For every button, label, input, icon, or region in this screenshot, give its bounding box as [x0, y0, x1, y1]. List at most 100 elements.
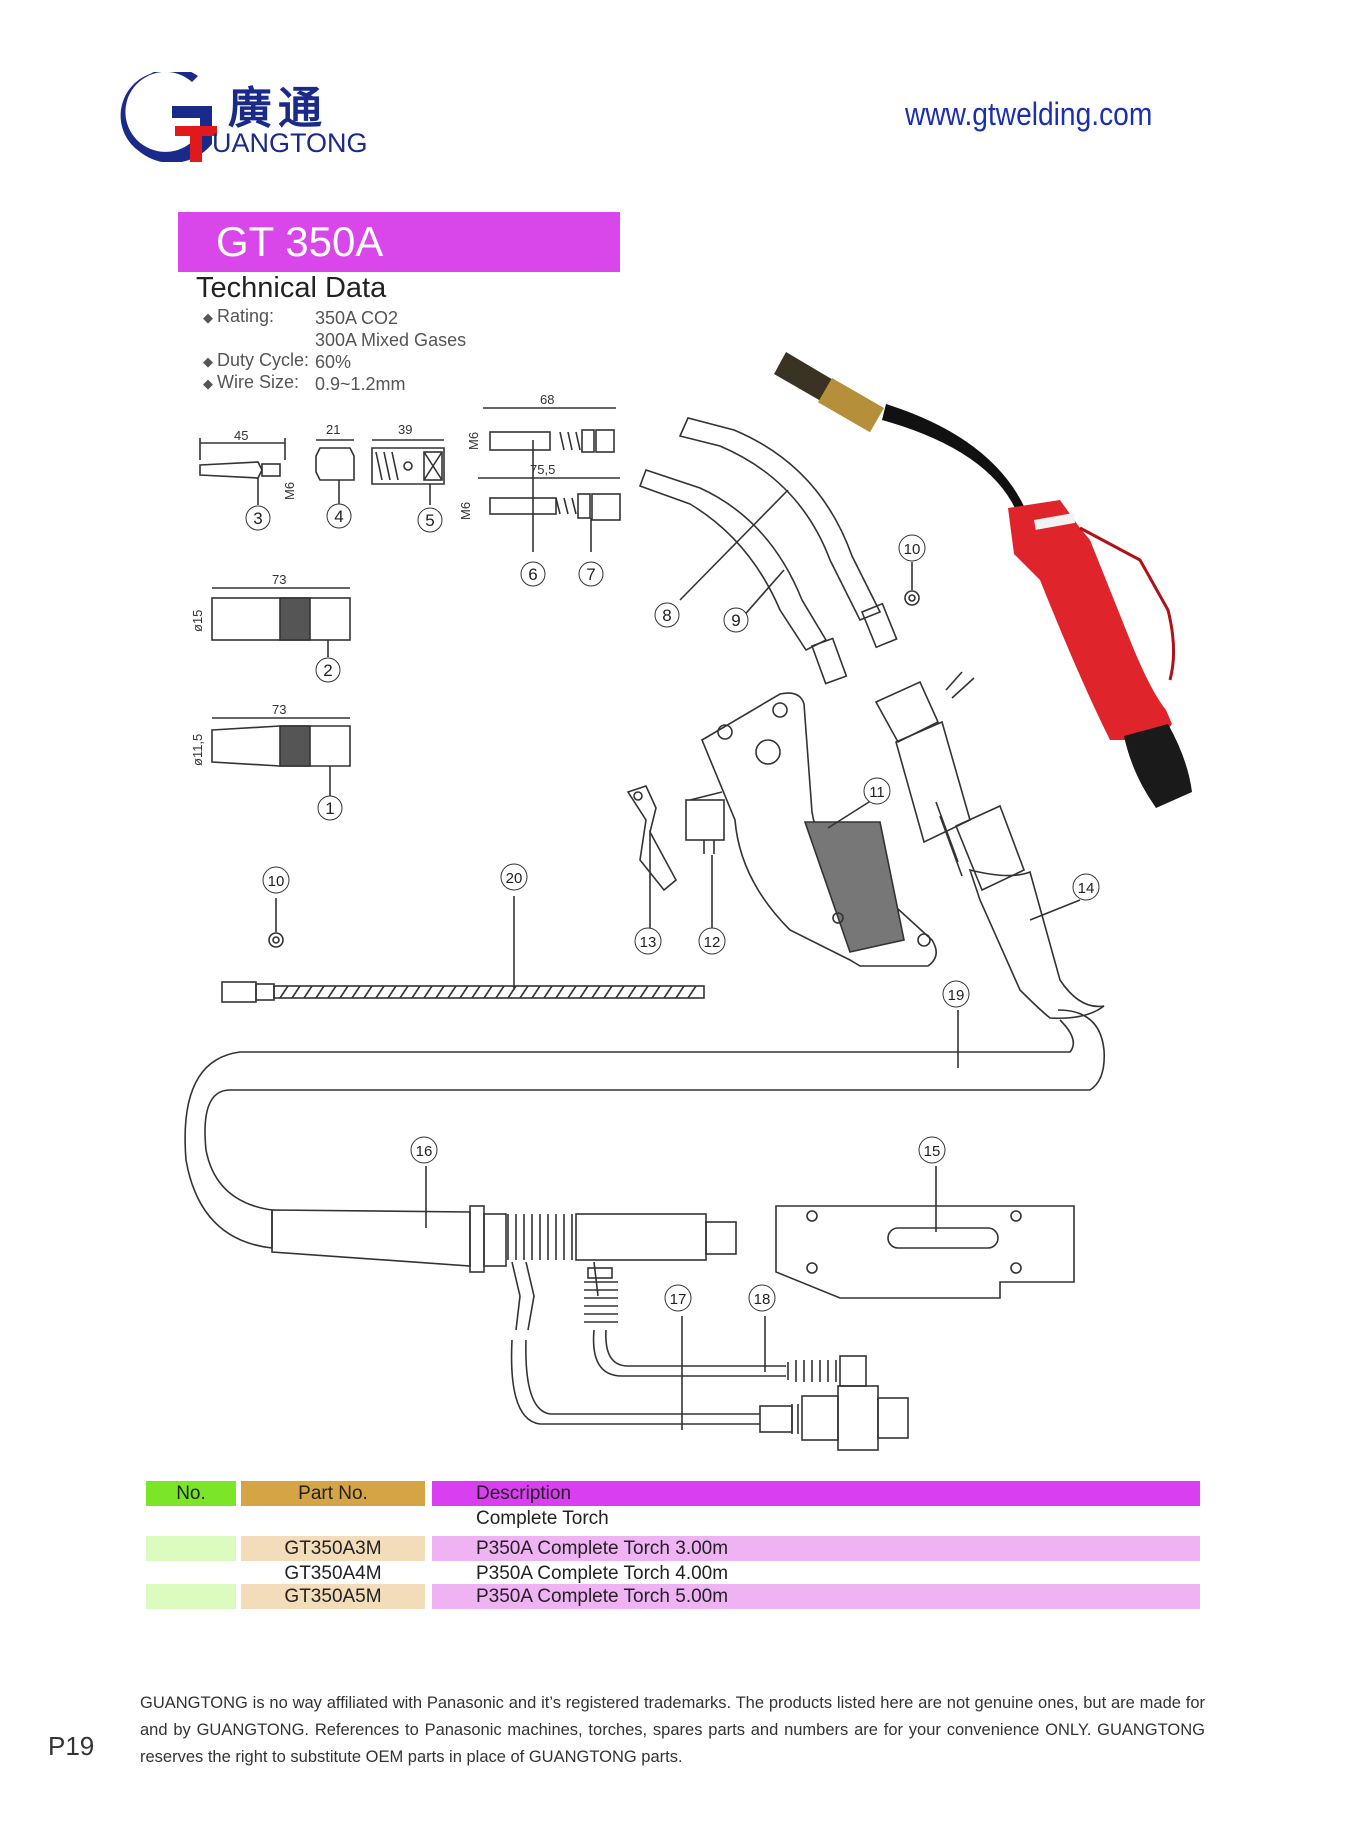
- svg-text:11: 11: [869, 784, 885, 801]
- table-row-2-part: GT350A4M: [284, 1563, 382, 1584]
- wire-size-label: ◆Wire Size:: [203, 372, 300, 392]
- callout-1: 1: [317, 795, 343, 821]
- callout-3: 3: [245, 505, 271, 531]
- table-row-1-no: [146, 1536, 236, 1561]
- part-18-gas-hose: [584, 1261, 867, 1387]
- svg-text:5: 5: [425, 511, 434, 530]
- callout-8: 8: [654, 602, 680, 628]
- logo-english-name: UANGTONG: [212, 128, 368, 158]
- callout-2: 2: [315, 657, 341, 683]
- table-row-0-part: [241, 1506, 425, 1531]
- callout-18: 18: [748, 1284, 776, 1312]
- callout-16: 16: [410, 1136, 438, 1164]
- svg-text:18: 18: [754, 1291, 771, 1308]
- torch-photo: [774, 352, 1192, 808]
- part-5-diffuser: [371, 439, 445, 505]
- dim-m6-c: M6: [458, 502, 473, 520]
- table-row-3-part: GT350A5M: [241, 1584, 425, 1609]
- callout-14: 14: [1072, 873, 1100, 901]
- callout-12: 12: [698, 927, 726, 955]
- svg-text:17: 17: [670, 1291, 687, 1308]
- part-16-rear-connector: [271, 1166, 737, 1273]
- svg-text:13: 13: [640, 934, 657, 951]
- dim-m6-a: M6: [282, 482, 297, 500]
- duty-cycle-label: ◆Duty Cycle:: [203, 350, 310, 370]
- svg-text:12: 12: [704, 934, 721, 951]
- part-11-handle-shell: [700, 692, 937, 967]
- table-row-2-desc: P350A Complete Torch 4.00m: [476, 1563, 729, 1584]
- svg-text:7: 7: [586, 565, 595, 584]
- svg-text:3: 3: [253, 509, 262, 528]
- part-9-neck: [638, 468, 848, 685]
- svg-text:9: 9: [731, 611, 740, 630]
- table-row-3-desc: P350A Complete Torch 5.00m: [432, 1584, 1200, 1609]
- product-title: GT 350A: [178, 212, 620, 272]
- table-row-0-desc: Complete Torch: [476, 1508, 609, 1529]
- part-4-tip-adapter: [315, 439, 355, 505]
- table-row-1-desc: P350A Complete Torch 3.00m: [432, 1536, 1200, 1561]
- rating-value-2: 300A Mixed Gases: [315, 330, 467, 350]
- diamond-bullet-icon: ◆: [203, 354, 213, 369]
- callout-6: 6: [520, 561, 546, 587]
- svg-text:14: 14: [1078, 880, 1095, 897]
- table-row-3-no: [146, 1584, 236, 1609]
- svg-text:19: 19: [948, 987, 965, 1004]
- callout-7: 7: [578, 561, 604, 587]
- callout-13: 13: [634, 927, 662, 955]
- callout-9: 9: [723, 607, 749, 633]
- diamond-bullet-icon: ◆: [203, 310, 213, 325]
- dim-m6-b: M6: [466, 432, 481, 450]
- svg-text:15: 15: [924, 1143, 941, 1160]
- dim-6: 68: [540, 392, 554, 407]
- wire-size-value: 0.9~1.2mm: [315, 374, 406, 394]
- dim-dia-15: ø15: [190, 610, 205, 632]
- callout-17: 17: [664, 1284, 692, 1312]
- svg-text:10: 10: [268, 873, 285, 890]
- svg-text:20: 20: [506, 870, 523, 887]
- page-number: P19: [48, 1731, 95, 1761]
- logo-chinese-name: 廣通: [228, 83, 328, 134]
- table-header-part: Part No.: [241, 1481, 425, 1506]
- rating-value-1: 350A CO2: [315, 308, 399, 328]
- dim-1: 73: [272, 702, 286, 717]
- table-header-no: No.: [146, 1481, 236, 1506]
- callout-15: 15: [918, 1136, 946, 1164]
- callout-5: 5: [417, 507, 443, 533]
- part-20-liner: [221, 896, 705, 1003]
- svg-text:16: 16: [416, 1143, 433, 1160]
- logo-g-icon: [120, 72, 217, 162]
- dim-2: 73: [272, 572, 286, 587]
- callout-20: 20: [500, 863, 528, 891]
- svg-text:8: 8: [662, 606, 671, 625]
- diamond-bullet-icon: ◆: [203, 376, 213, 391]
- website-link[interactable]: www.gtwelding.com: [905, 96, 1153, 132]
- part-2-nozzle: [211, 587, 351, 657]
- disclaimer-text: GUANGTONG is no way affiliated with Pana…: [140, 1694, 1205, 1766]
- callout-4: 4: [326, 503, 352, 529]
- part-8-neck: [678, 417, 898, 649]
- dim-3: 45: [234, 428, 248, 443]
- part-19-cable: [184, 1009, 1106, 1249]
- dim-7: 75,5: [530, 462, 555, 477]
- dim-4: 21: [326, 422, 340, 437]
- duty-cycle-value: 60%: [315, 352, 352, 372]
- part-13-trigger: [626, 785, 678, 928]
- part-7-neck-adapter-long: [478, 477, 621, 552]
- rating-label: ◆Rating:: [203, 306, 275, 326]
- svg-text:4: 4: [334, 507, 343, 526]
- callout-10-top: 10: [898, 534, 926, 562]
- callout-19: 19: [942, 980, 970, 1008]
- table-row-1-part: GT350A3M: [241, 1536, 425, 1561]
- table-row-2-no: [146, 1561, 236, 1586]
- callout-11: 11: [863, 777, 891, 805]
- part-3-contact-tip: [199, 438, 286, 505]
- svg-text:10: 10: [904, 541, 921, 558]
- dim-dia-11-5: ø11,5: [190, 734, 205, 766]
- technical-data-heading: Technical Data: [196, 272, 387, 304]
- part-14-torch-body: [874, 671, 1105, 1020]
- svg-text:1: 1: [325, 799, 334, 818]
- part-6-neck-adapter: [483, 407, 616, 552]
- svg-text:6: 6: [528, 565, 537, 584]
- part-15-handle-plate: [775, 1166, 1075, 1299]
- svg-text:2: 2: [323, 661, 332, 680]
